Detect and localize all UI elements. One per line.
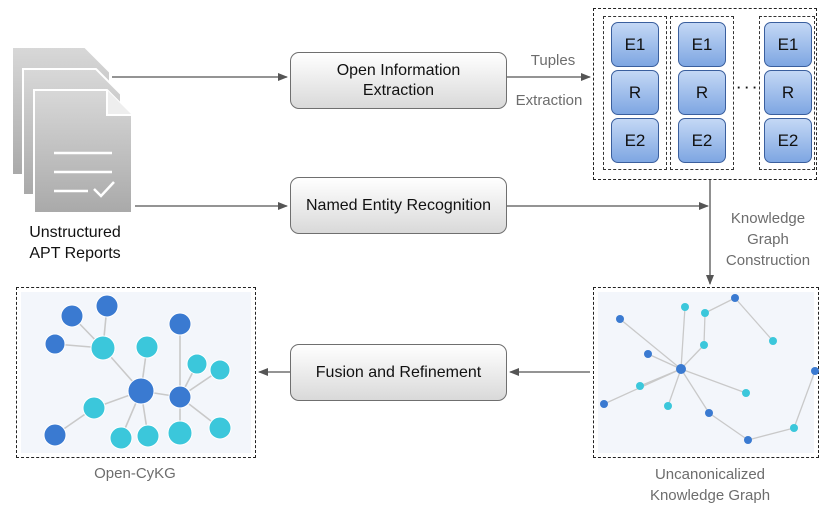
tuples-label: Tuples — [530, 52, 576, 69]
reports-label: Unstructured APT Reports — [0, 222, 150, 264]
entity-e2: E2 — [764, 118, 812, 163]
open-cykg-label: Open-CyKG — [94, 465, 176, 482]
kg-label-line1: Knowledge — [730, 210, 806, 227]
kg-label-line3: Construction — [725, 252, 811, 269]
reports-label-line1: Unstructured — [29, 224, 121, 241]
fusion-process-box: Fusion and Refinement — [290, 344, 507, 401]
entity-e2: E2 — [678, 118, 726, 163]
uncanon-label-line1: Uncanonicalized — [654, 466, 766, 483]
entity-e2: E2 — [611, 118, 659, 163]
ner-process-box: Named Entity Recognition — [290, 177, 507, 234]
tuple-column-2 — [670, 16, 734, 170]
oie-process-box: Open Information Extraction — [290, 52, 507, 109]
open-cykg-container — [16, 287, 256, 458]
tuple-ellipsis: · · · — [736, 80, 758, 95]
document-stack-icon — [10, 45, 135, 215]
kg-construction-label: Knowledge Graph Construction — [716, 208, 820, 271]
oie-label-line1: Open Information — [336, 61, 461, 79]
reports-label-line2: APT Reports — [29, 245, 121, 262]
tuple-column-1 — [603, 16, 667, 170]
entity-e1: E1 — [611, 22, 659, 67]
uncanon-graph-label: Uncanonicalized Knowledge Graph — [600, 464, 820, 506]
oie-label-line2: Extraction — [362, 81, 435, 99]
kg-label-line2: Graph — [747, 231, 789, 248]
relation-r: R — [678, 70, 726, 115]
relation-r: R — [611, 70, 659, 115]
uncanon-label-line2: Knowledge Graph — [649, 487, 771, 504]
tuple-column-3 — [759, 16, 815, 170]
extraction-label: Extraction — [515, 92, 583, 109]
relation-r: R — [764, 70, 812, 115]
entity-e1: E1 — [678, 22, 726, 67]
uncanon-graph-container — [593, 287, 819, 458]
entity-e1: E1 — [764, 22, 812, 67]
tuples-container — [593, 8, 817, 180]
